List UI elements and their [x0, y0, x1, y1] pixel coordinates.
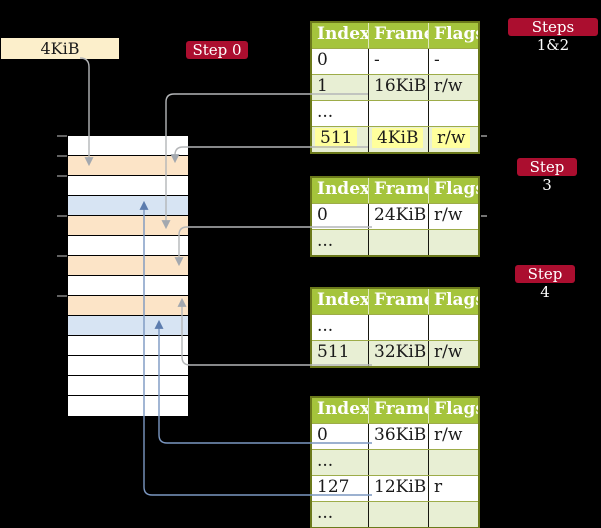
memory-row-page-table [68, 156, 188, 176]
column-header: Frame [368, 398, 428, 423]
column-header: Index [317, 399, 368, 419]
table-row: 511 4KiB r/w [312, 126, 478, 152]
table-row: 0 -- [312, 48, 478, 74]
memory-address-ticks [57, 135, 67, 297]
memory-row-free [68, 336, 188, 356]
table-cell [428, 315, 478, 340]
table-header-row: IndexFrameFlags [312, 398, 478, 423]
table-cell: 511 [317, 342, 350, 362]
table-cell: 12KiB [368, 476, 428, 501]
column-header: Index [317, 290, 368, 310]
table-header-row: IndexFrameFlags [312, 289, 478, 314]
step-3-badge: Step 3 [517, 158, 577, 194]
memory-row-free [68, 276, 188, 296]
steps-1-2-badge: Steps 1&2 [508, 18, 598, 54]
table-cell: - [368, 49, 428, 74]
table-cell [368, 450, 428, 475]
memory-row-free [68, 236, 188, 256]
memory-row-free [68, 176, 188, 196]
table-cell: 32KiB [368, 341, 428, 366]
table-cell: r/w [428, 127, 478, 152]
table-cell [428, 101, 478, 126]
table-cell: ... [317, 503, 334, 523]
column-header: Flags [428, 178, 478, 203]
table-cell: r/w [428, 204, 478, 229]
table-cell: r/w [428, 75, 478, 100]
table-cell: 511 [312, 127, 368, 152]
table-cell: 4KiB [368, 127, 428, 152]
page-table-l1: IndexFrameFlags036KiBr/w...12712KiBr... [310, 396, 480, 528]
table-cell [428, 450, 478, 475]
column-header: Flags [428, 289, 478, 314]
table-cell: 0 [317, 425, 328, 445]
highlighted-value: 511 [315, 128, 358, 148]
table-cell [368, 230, 428, 255]
column-header: Frame [368, 23, 428, 48]
table-cell: 0 [317, 205, 328, 225]
table-cell [368, 315, 428, 340]
column-header: Index [317, 179, 368, 199]
table-cell: - [428, 49, 478, 74]
table-header-row: IndexFrameFlags [312, 23, 478, 48]
table-cell: ... [317, 451, 334, 471]
memory-row-free [68, 136, 188, 156]
column-header: Frame [368, 178, 428, 203]
table-cell: 24KiB [368, 204, 428, 229]
memory-row-page-table [68, 256, 188, 276]
table-cell: 16KiB [368, 75, 428, 100]
table-header-row: IndexFrameFlags [312, 178, 478, 203]
table-row: ... [312, 449, 478, 475]
table-row: ... [312, 100, 478, 126]
table-cell [428, 230, 478, 255]
memory-row-free [68, 376, 188, 396]
memory-row-mapped-frame [68, 316, 188, 336]
table-cell: r [428, 476, 478, 501]
table-cell: ... [317, 231, 334, 251]
table-cell: ... [317, 316, 334, 336]
memory-row-page-table [68, 216, 188, 236]
table-row: ... [312, 314, 478, 340]
page-size-label: 4KiB [1, 38, 119, 59]
memory-column [67, 135, 189, 417]
memory-row-free [68, 356, 188, 376]
memory-row-page-table [68, 296, 188, 316]
table-cell: ... [317, 102, 334, 122]
table-cell [368, 101, 428, 126]
highlighted-value: r/w [432, 128, 471, 148]
highlighted-value: 4KiB [372, 128, 424, 148]
memory-row-mapped-frame [68, 196, 188, 216]
table-cell: r/w [428, 424, 478, 449]
table-cell: 1 [317, 76, 328, 96]
step-0-badge: Step 0 [186, 41, 248, 59]
table-cell: 36KiB [368, 424, 428, 449]
step-4-badge: Step 4 [515, 265, 575, 301]
column-header: Flags [428, 398, 478, 423]
table-cell [368, 502, 428, 527]
table-cell: r/w [428, 341, 478, 366]
column-header: Index [317, 24, 368, 44]
table-cell: 127 [317, 477, 350, 497]
page-table-l3: IndexFrameFlags024KiBr/w... [310, 176, 480, 257]
table-row: ... [312, 501, 478, 527]
memory-row-free [68, 396, 188, 416]
column-header: Frame [368, 289, 428, 314]
table-row: ... [312, 229, 478, 255]
column-header: Flags [428, 23, 478, 48]
table-cell: 0 [317, 50, 328, 70]
table-cell [428, 502, 478, 527]
